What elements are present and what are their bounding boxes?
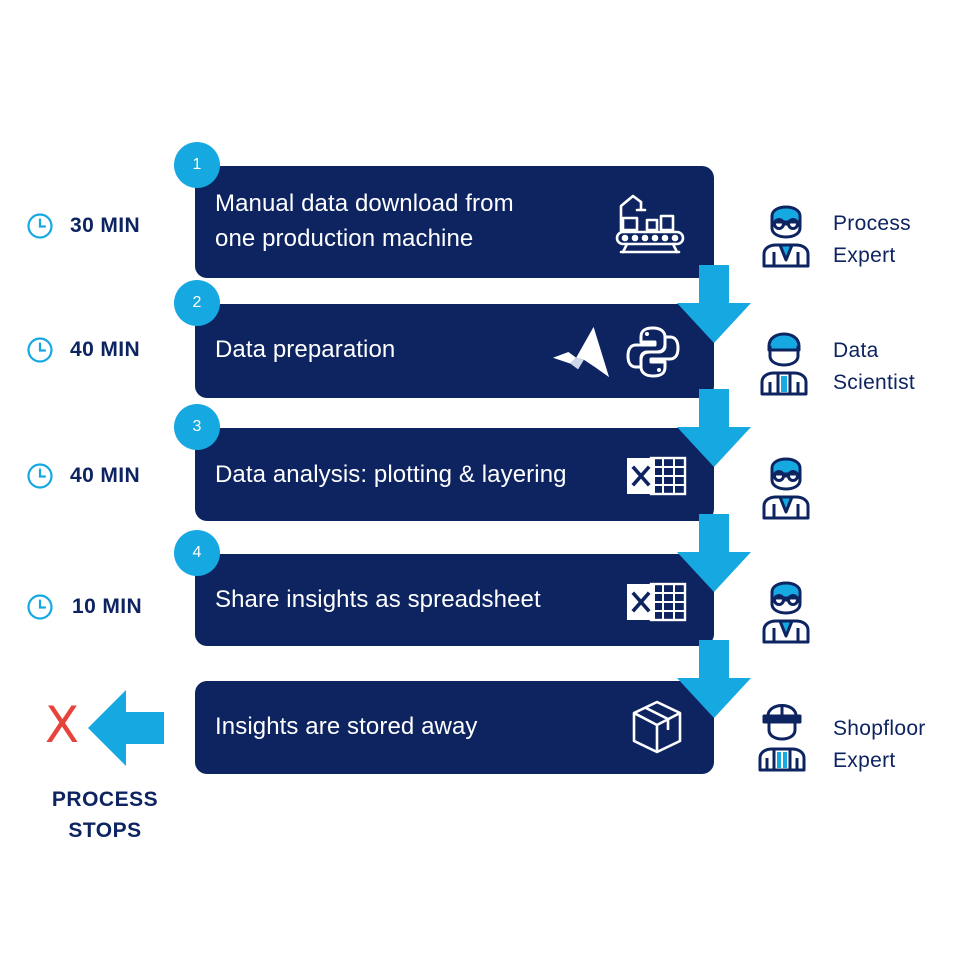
role-label-2-line-2: Scientist bbox=[833, 371, 916, 394]
step-box-1: Manual data download from one production… bbox=[195, 166, 714, 278]
shopfloor-expert-icon bbox=[756, 700, 808, 772]
clock-icon bbox=[26, 593, 54, 621]
role-label-1-line-2: Expert bbox=[833, 244, 896, 267]
step-2-label: Data preparation bbox=[215, 336, 396, 363]
step-5-label: Insights are stored away bbox=[215, 713, 478, 740]
step-number-badge-1: 1 bbox=[174, 142, 220, 188]
step-number-badge-3: 3 bbox=[174, 404, 220, 450]
conveyor-belt-robot-icon bbox=[615, 192, 685, 254]
time-label-3: 40 MIN bbox=[26, 462, 140, 490]
matlab-icon bbox=[551, 324, 611, 380]
process-stops-line-2: STOPS bbox=[68, 819, 142, 842]
time-label-1: 30 MIN bbox=[26, 212, 140, 240]
data-scientist-icon bbox=[758, 328, 810, 396]
time-label-2: 40 MIN bbox=[26, 336, 140, 364]
process-expert-icon bbox=[760, 200, 812, 268]
time-value-2: 40 MIN bbox=[70, 338, 141, 361]
arrow-left bbox=[88, 690, 164, 766]
step-1-line-2: one production machine bbox=[215, 225, 474, 252]
time-value-4: 10 MIN bbox=[72, 595, 143, 618]
step-box-3: Data analysis: plotting & layering bbox=[195, 428, 714, 521]
role-label-5-line-1: Shopfloor bbox=[833, 717, 926, 740]
step-box-5: Insights are stored away bbox=[195, 681, 714, 774]
clock-icon bbox=[26, 336, 54, 364]
process-expert-icon bbox=[760, 452, 812, 520]
role-label-1-line-1: Process bbox=[833, 212, 911, 235]
python-icon bbox=[625, 324, 681, 380]
time-value-1: 30 MIN bbox=[70, 214, 141, 237]
step-number-badge-2: 2 bbox=[174, 280, 220, 326]
arrow-down-4 bbox=[677, 640, 751, 718]
step-box-2: Data preparation bbox=[195, 304, 714, 398]
process-expert-icon bbox=[760, 576, 812, 644]
arrow-down-2 bbox=[677, 389, 751, 467]
arrow-down-3 bbox=[677, 514, 751, 592]
step-number-badge-4: 4 bbox=[174, 530, 220, 576]
clock-icon bbox=[26, 462, 54, 490]
step-box-4: Share insights as spreadsheet bbox=[195, 554, 714, 646]
arrow-down-1 bbox=[677, 265, 751, 343]
process-stops-line-1: PROCESS bbox=[51, 788, 159, 811]
role-label-2-line-1: Data bbox=[833, 339, 879, 362]
time-value-3: 40 MIN bbox=[70, 464, 141, 487]
box-icon bbox=[631, 699, 683, 755]
time-label-4: 10 MIN bbox=[26, 593, 142, 621]
role-label-5-line-2: Expert bbox=[833, 749, 896, 772]
step-4-label: Share insights as spreadsheet bbox=[215, 586, 541, 613]
step-3-label: Data analysis: plotting & layering bbox=[215, 461, 567, 488]
step-1-line-1: Manual data download from bbox=[215, 190, 514, 217]
clock-icon bbox=[26, 212, 54, 240]
stop-x-mark: X bbox=[44, 696, 80, 754]
